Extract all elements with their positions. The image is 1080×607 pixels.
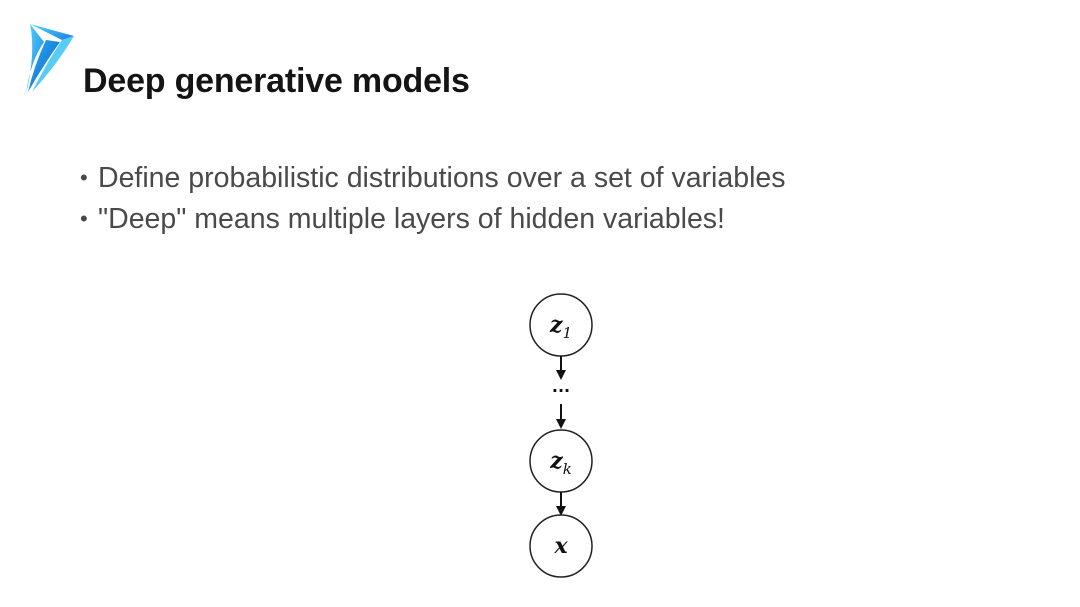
logo-icon <box>26 24 74 94</box>
bullet-marker: • <box>80 165 88 190</box>
svg-text:x: x <box>553 533 568 559</box>
bullet-marker: • <box>80 206 88 231</box>
node-zk: zk <box>529 429 593 493</box>
bullet-text: "Deep" means multiple layers of hidden v… <box>98 203 725 235</box>
node-zk-main: z <box>549 448 563 474</box>
node-z1: z1 <box>529 293 593 357</box>
node-z1-sub: 1 <box>562 324 572 342</box>
svg-text:z1: z1 <box>549 312 572 342</box>
node-z1-main: z <box>549 312 563 338</box>
bullet-item: • "Deep" means multiple layers of hidden … <box>80 200 786 241</box>
node-x: x <box>529 514 593 578</box>
bullet-item: • Define probabilistic distributions over… <box>80 159 786 200</box>
svg-text:zk: zk <box>549 448 572 478</box>
ellipsis-text: ... <box>552 377 570 396</box>
bullet-text: Define probabilistic distributions over … <box>98 162 786 194</box>
node-zk-sub: k <box>563 460 572 478</box>
graphical-model-diagram: z1 ... zk x <box>529 293 593 578</box>
node-x-main: x <box>553 533 568 559</box>
slide-title: Deep generative models <box>83 62 470 100</box>
bullet-list: • Define probabilistic distributions over… <box>80 159 786 241</box>
